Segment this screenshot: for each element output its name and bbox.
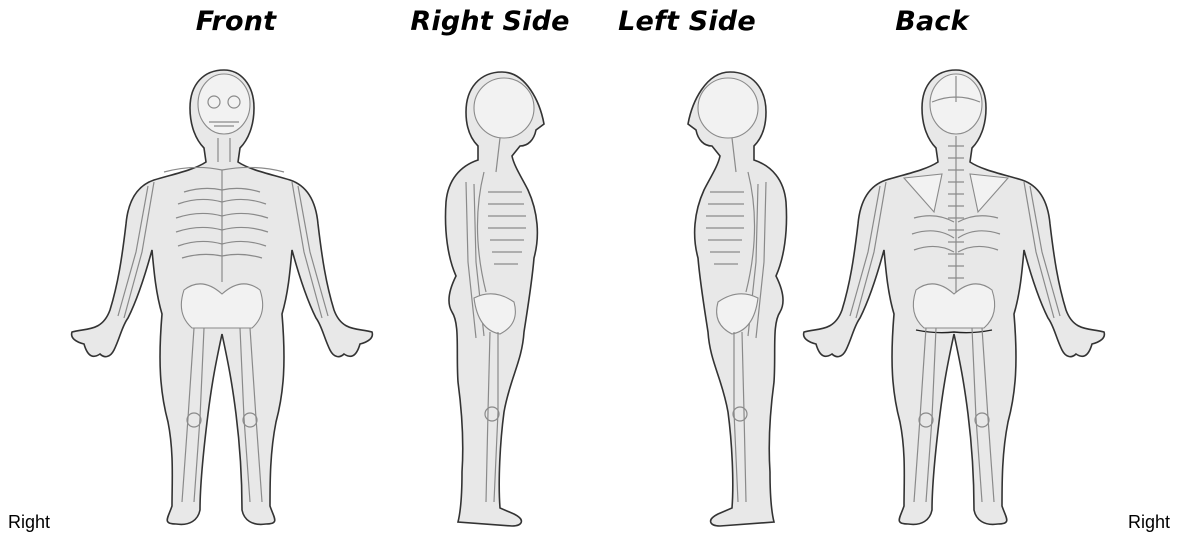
corner-label-left: Right [8, 512, 50, 533]
body-figure-front [64, 62, 384, 532]
body-figure-right-side [404, 62, 604, 532]
view-title-back: Back [872, 6, 992, 37]
view-title-right-side: Right Side [410, 6, 570, 37]
corner-label-right: Right [1128, 512, 1170, 533]
body-figure-back [796, 62, 1116, 532]
view-title-front: Front [176, 6, 296, 37]
view-title-left-side: Left Side [612, 6, 762, 37]
